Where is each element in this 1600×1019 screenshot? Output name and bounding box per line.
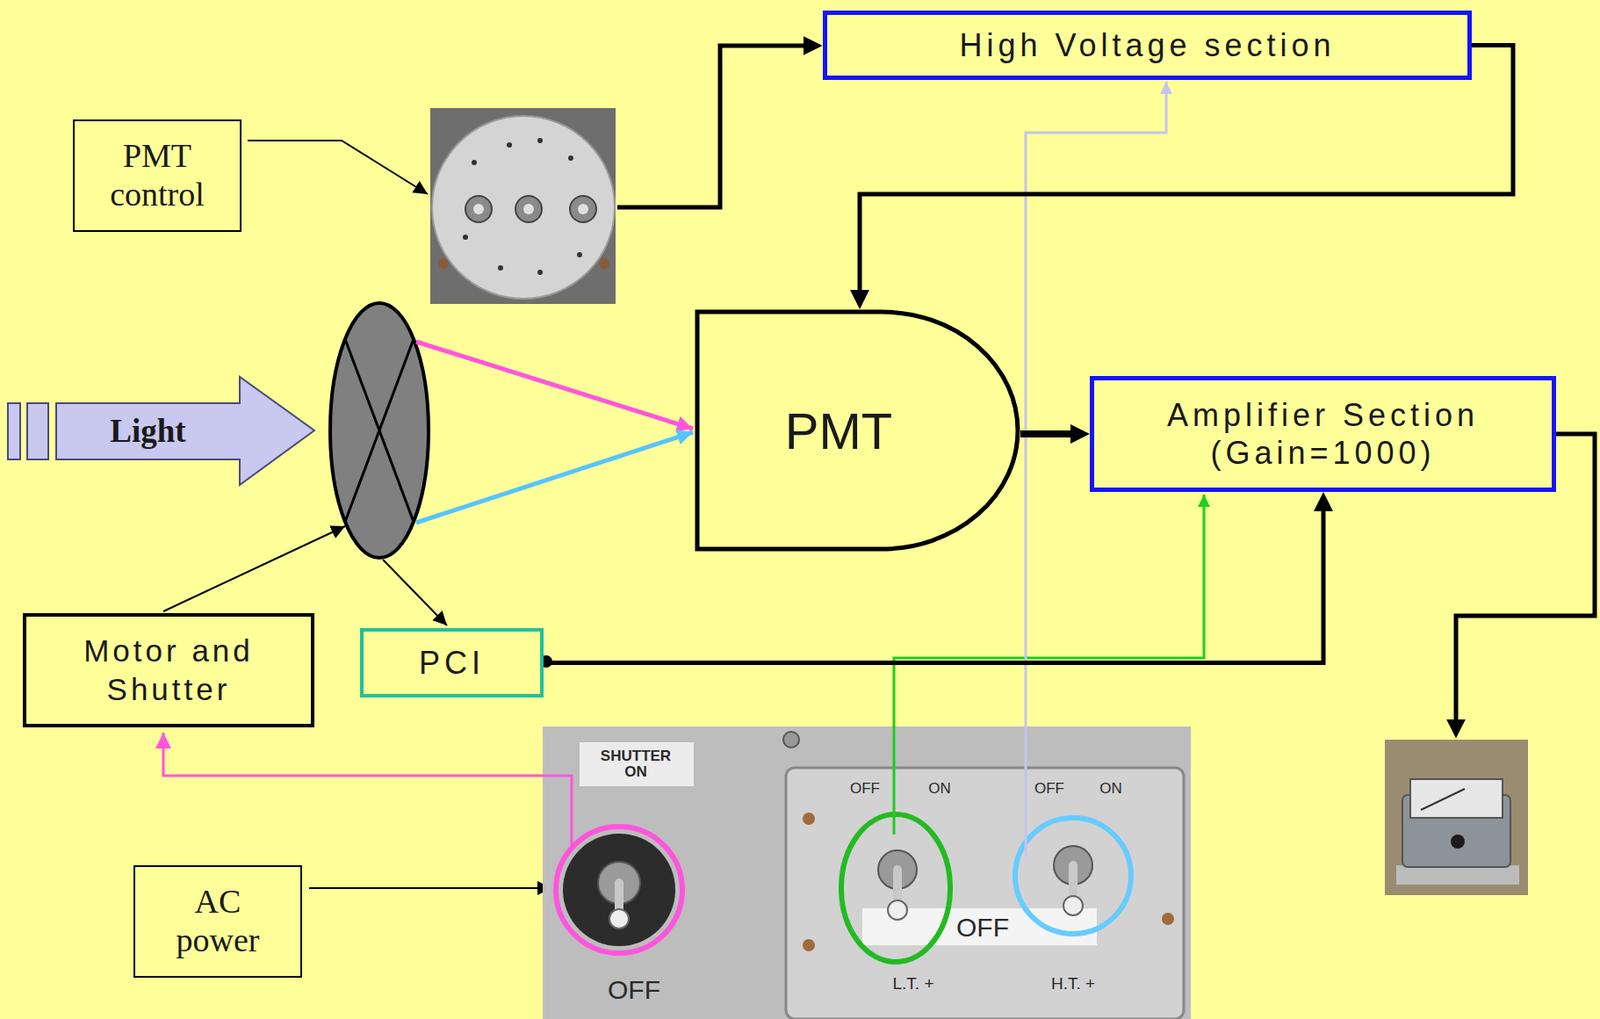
socket-pin: [471, 159, 477, 166]
leader-line: [163, 526, 346, 612]
leader-line: [382, 559, 447, 626]
shutter-wheel: [330, 302, 429, 558]
socket-plate: [432, 115, 615, 299]
callout-box: AC power: [133, 864, 303, 978]
shutter-cross: [345, 338, 414, 522]
panel-label: ON: [928, 780, 952, 797]
highlight-ring: [555, 826, 683, 953]
meter-knob: [1450, 834, 1465, 849]
signal-connector: [859, 45, 1514, 303]
panel-label: OFF: [607, 975, 661, 1004]
panel-label: OFF: [956, 913, 1010, 942]
light-bar: [27, 403, 49, 460]
socket-nut: [465, 195, 492, 223]
meter-needle: [1420, 788, 1465, 810]
socket-nut: [473, 203, 484, 215]
switch-bezel: [562, 833, 676, 946]
panel-photo: [542, 726, 1191, 1019]
toggle-switch: [1063, 895, 1083, 916]
ht-wire: [1025, 81, 1167, 857]
light-bar: [7, 403, 21, 460]
meter-face: [1410, 778, 1503, 818]
socket-wire: [617, 45, 817, 208]
socket-pin: [576, 252, 583, 258]
panel-screw: [783, 731, 800, 748]
section-box: High Voltage section: [822, 10, 1472, 80]
toggle-switch: [609, 908, 629, 929]
highlight-ring: [841, 814, 951, 962]
signal-connector: [543, 498, 1324, 664]
shutter-wire: [163, 732, 572, 851]
socket-nut: [523, 203, 534, 215]
node-text: PMT control: [102, 136, 213, 214]
toggle-switch: [887, 900, 908, 920]
process-box: Motor and Shutter: [22, 612, 315, 728]
panel-label: OFF: [850, 780, 880, 797]
leader-line: [247, 140, 428, 195]
panel-screw: [802, 812, 815, 825]
meter-photo: [1384, 739, 1528, 895]
panel-label: L.T. +: [893, 974, 935, 993]
socket-nut: [577, 203, 589, 215]
node-text: AC power: [163, 882, 274, 959]
shutter-cross: [345, 338, 414, 522]
socket-screw: [598, 258, 610, 269]
socket-pin: [537, 269, 543, 275]
socket-pin: [497, 265, 504, 271]
light-arrow-shape: [56, 376, 315, 485]
process-box: PCI: [360, 627, 544, 698]
node-text: PCI: [418, 644, 485, 682]
socket-pin: [506, 142, 512, 148]
light-ray: [416, 432, 693, 523]
panel-label: ON: [1099, 780, 1123, 797]
socket-pin: [462, 234, 469, 240]
panel-screw: [802, 938, 815, 952]
signal-connector: [1020, 430, 1083, 438]
switch-plate: [785, 767, 1184, 1019]
pmt-shape: PMT: [694, 309, 1021, 552]
panel-screw: [1161, 912, 1175, 925]
socket-pin: [568, 155, 574, 161]
node-text: Light: [56, 411, 240, 450]
node-text: Motor and Shutter: [41, 631, 296, 709]
panel-tape: [579, 742, 694, 786]
panel-label: SHUTTER ON: [591, 748, 680, 780]
leader-line: [309, 886, 552, 889]
node-text: Amplifier Section (Gain=1000): [1121, 396, 1526, 472]
callout-box: PMT control: [72, 119, 242, 232]
panel-label: OFF: [1034, 780, 1065, 797]
socket-pin: [537, 137, 543, 144]
socket-nut: [569, 195, 597, 223]
panel-label: H.T. +: [1051, 974, 1096, 993]
light-outline: [56, 375, 317, 486]
socket-screw: [438, 258, 449, 269]
light-arrow: Light: [56, 375, 317, 486]
socket-nut: [515, 195, 542, 223]
light-ray: [416, 341, 693, 429]
highlight-ring: [1015, 817, 1132, 934]
node-text: PMT: [694, 401, 983, 461]
socket-photo: [430, 108, 616, 304]
section-box: Amplifier Section (Gain=1000): [1089, 375, 1557, 492]
meter-base: [1396, 864, 1520, 885]
node-text: High Voltage section: [958, 26, 1335, 65]
meter-wire: [1455, 433, 1595, 733]
